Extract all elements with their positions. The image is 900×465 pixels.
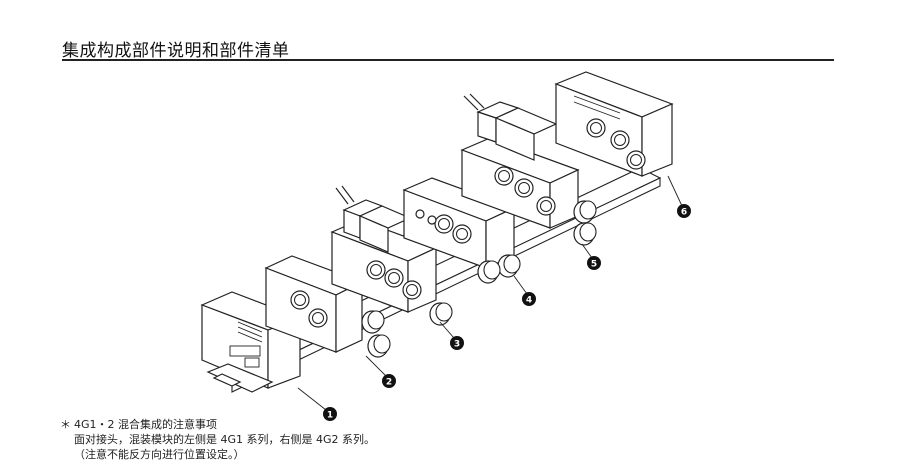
note-heading-line: ＊4G1・2 混合集成的注意事项 (60, 417, 375, 432)
callout-6: 6 (677, 204, 691, 218)
callout-leaders (297, 175, 683, 411)
svg-text:5: 5 (591, 260, 597, 270)
valve-block-4g1 (330, 185, 453, 326)
note-line-2: （注意不能反方向进行位置设定。） (74, 448, 245, 461)
svg-text:3: 3 (454, 340, 460, 350)
right-end-plate (554, 71, 674, 177)
callout-1: 1 (323, 407, 337, 421)
callout-3: 3 (450, 336, 464, 350)
valve-block-4g2 (460, 93, 597, 246)
callout-5: 5 (587, 256, 601, 270)
note-heading: 4G1・2 混合集成的注意事项 (74, 418, 218, 431)
interface-block (402, 177, 521, 284)
svg-text:4: 4 (526, 296, 532, 306)
svg-text:2: 2 (386, 378, 392, 388)
title-underline (62, 59, 834, 61)
note-marker: ＊ (60, 418, 71, 431)
note-line-1: 面对接头，混装模块的左侧是 4G1 系列，右侧是 4G2 系列。 (74, 433, 376, 446)
svg-text:1: 1 (327, 411, 333, 421)
callout-2: 2 (382, 374, 396, 388)
page-title: 集成构成部件说明和部件清单 (62, 41, 290, 61)
mixed-manifold-note: ＊4G1・2 混合集成的注意事项 面对接头，混装模块的左侧是 4G1 系列，右侧… (60, 417, 375, 462)
callout-4: 4 (522, 292, 536, 306)
svg-text:6: 6 (681, 208, 687, 218)
